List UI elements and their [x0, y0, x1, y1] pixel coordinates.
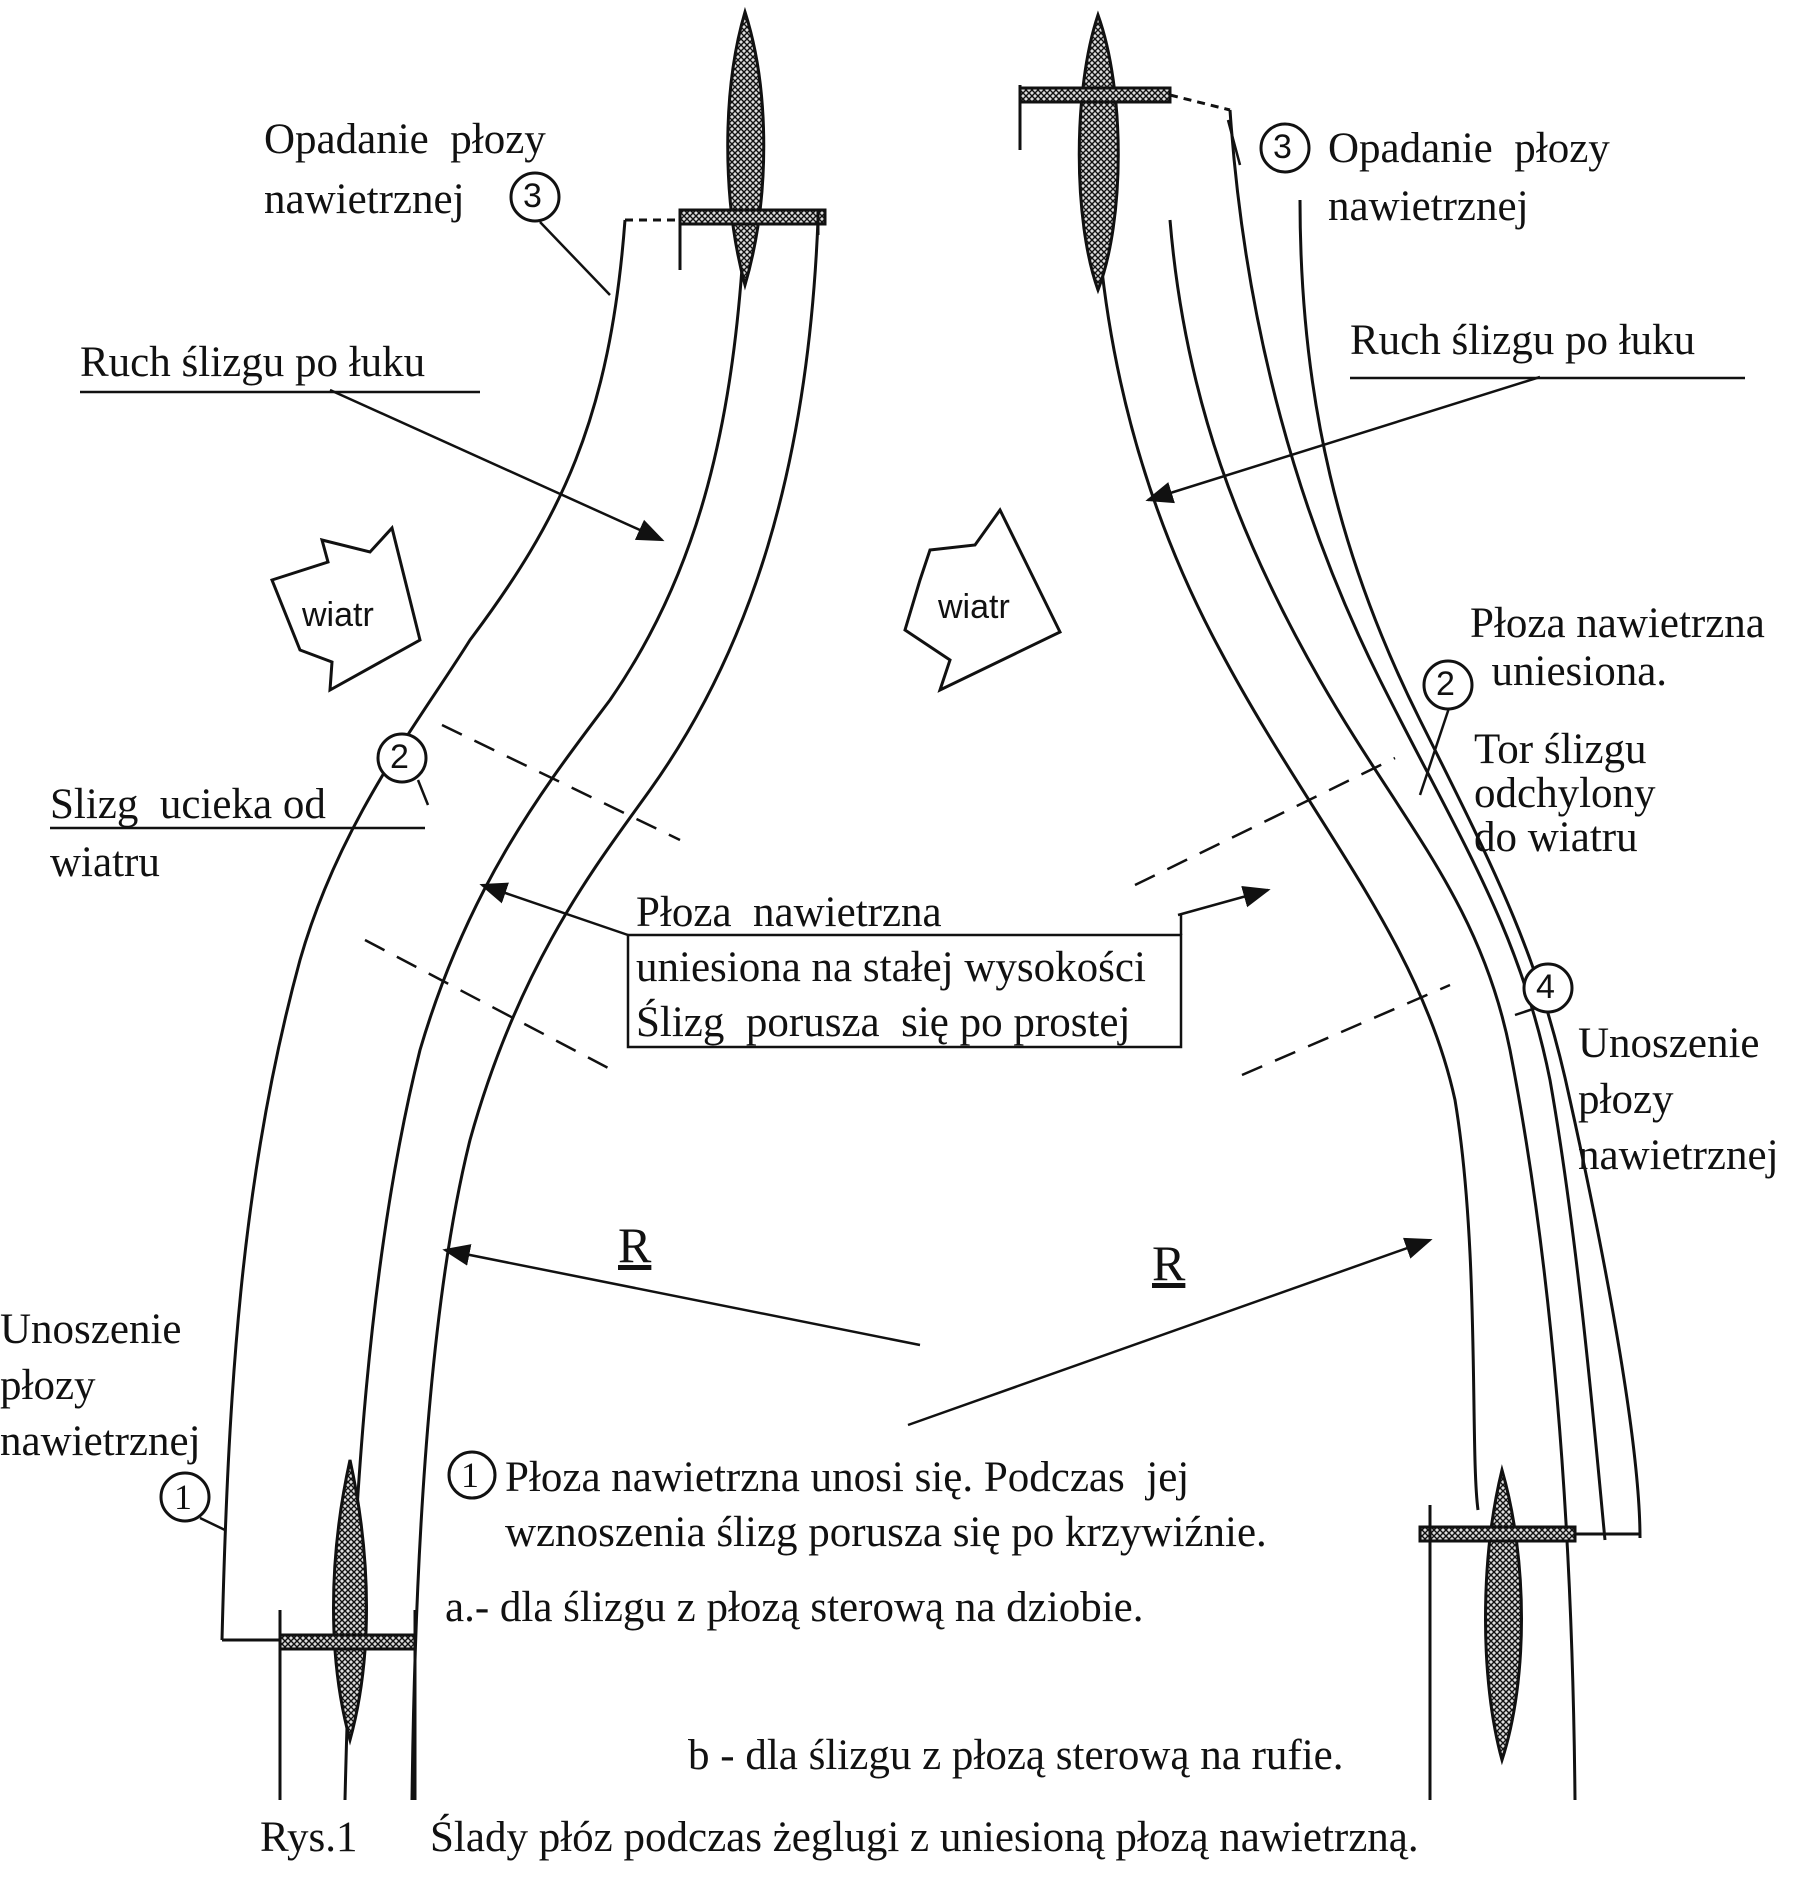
marker-3-left-label: 3: [523, 177, 542, 215]
center-box-pointer-right: [1177, 886, 1271, 917]
marker-1-left-label: 1: [174, 1477, 192, 1517]
right-callout-course-deflected: Tor ślizgu odchylony do wiatru: [1474, 726, 1656, 861]
left-callout-lifting-runner: Unoszenie płozy nawietrznej: [0, 1306, 201, 1465]
right-callout-falling-runner: Opadanie płozy nawietrznej: [1328, 125, 1610, 230]
marker-1-note: [447, 1450, 497, 1500]
marker-3-right: [1259, 122, 1311, 174]
right-runner-track-2: [1168, 219, 1577, 1801]
right-runner-track-1: [1096, 229, 1480, 1511]
left-sled-rear: [222, 1459, 417, 1800]
left-ruch-pointer: [329, 388, 665, 542]
note-a: a.- dla ślizgu z płozą sterową na dziobi…: [445, 1584, 1144, 1631]
right-wind-arrow: [903, 507, 1063, 693]
marker-4-right: [1522, 962, 1574, 1014]
left-runner-track-inner: [410, 219, 820, 1801]
right-callout-runner-lifted: Płoza nawietrzna uniesiona.: [1470, 600, 1765, 695]
right-callout-arc-motion: Ruch ślizgu po łuku: [1350, 317, 1696, 364]
marker-1-note-label: 1: [461, 1455, 479, 1495]
center-note-box: [626, 933, 1183, 1049]
left-runner-track-outer: [220, 219, 627, 1641]
left-wind-arrow: [270, 524, 422, 693]
figure-label: Rys.1: [260, 1814, 358, 1861]
figure-caption: Ślady płóz podczas żeglugi z uniesioną p…: [430, 1814, 1419, 1861]
left-wind-label: wiatr: [302, 596, 374, 634]
marker-2-left: [376, 732, 428, 784]
right-sled-rear: [1418, 1464, 1640, 1800]
marker-2-left-label: 2: [390, 738, 409, 776]
marker-2-right-label: 2: [1436, 665, 1455, 703]
left-callout-arc-motion: Ruch ślizgu po łuku: [80, 339, 426, 386]
marker-1-left: [159, 1471, 211, 1523]
right-runner-track-outer: [1298, 199, 1642, 1539]
left-callout-falling-runner: Opadanie płozy nawietrznej: [264, 116, 546, 223]
note-1: Płoza nawietrzna unosi się. Podczas jej …: [505, 1454, 1267, 1556]
note-b: b - dla ślizgu z płozą sterową na rufie.: [688, 1732, 1344, 1779]
left-radius-pointer: [442, 1244, 921, 1347]
center-box-pointer-left: [479, 882, 629, 937]
right-callout-lifting-runner: Unoszenie płozy nawietrznej: [1578, 1020, 1779, 1179]
right-radius-label: R: [1152, 1235, 1186, 1291]
marker-2-right: [1422, 659, 1474, 711]
right-runner-track-3: [1228, 109, 1607, 1541]
right-ruch-pointer: [1145, 375, 1541, 504]
right-radius-pointer: [907, 1237, 1433, 1427]
center-note-text: Płoza nawietrzna uniesiona na stałej wys…: [636, 889, 1146, 1046]
left-sled-front: [625, 6, 827, 291]
left-callout-escape-wind: Slizg ucieka od wiatru: [50, 781, 326, 886]
marker-4-right-label: 4: [1536, 968, 1555, 1006]
marker-3-right-label: 3: [1273, 128, 1292, 166]
marker-3-left: [509, 171, 561, 223]
left-radius-label: R: [618, 1217, 652, 1273]
right-sled-front: [1018, 10, 1231, 295]
right-wind-label: wiatr: [938, 588, 1010, 626]
